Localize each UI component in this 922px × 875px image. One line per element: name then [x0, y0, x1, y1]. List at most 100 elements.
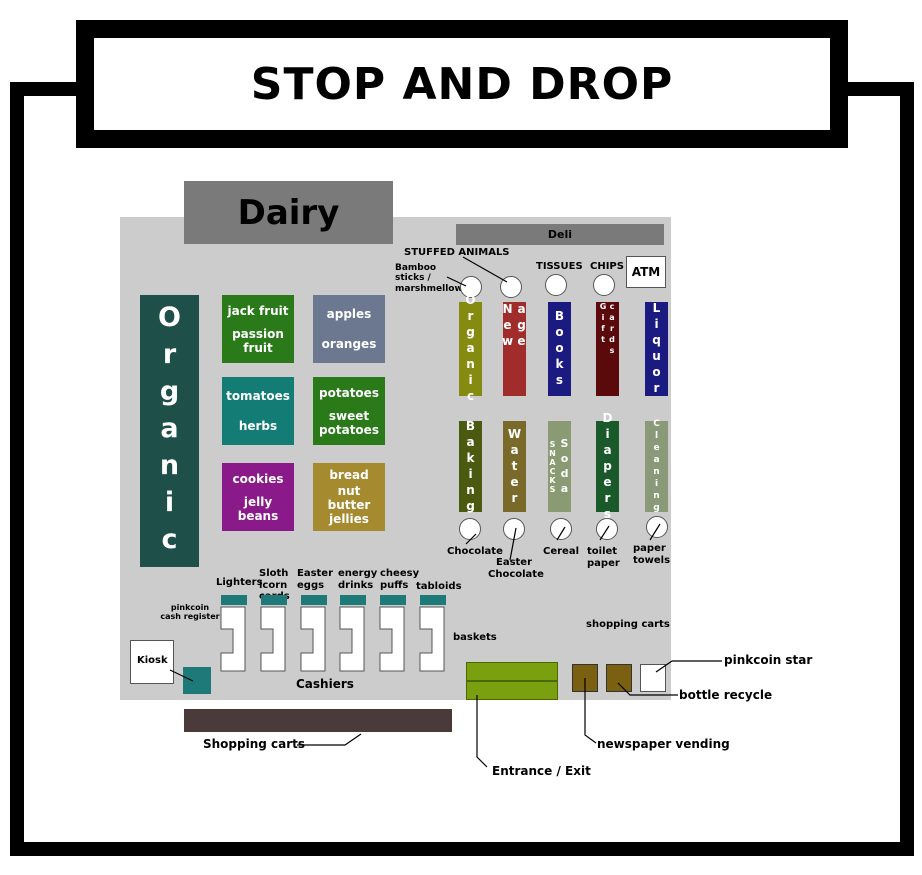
organic-label: Organic [154, 301, 185, 561]
leader-line [617, 682, 678, 696]
aisle-label: Diapers [600, 410, 615, 523]
produce-line: herbs [238, 419, 278, 433]
deli-section: Deli [456, 224, 664, 245]
produce-line: cookies [232, 471, 284, 486]
pinkcoin-star-label: pinkcoin star [724, 653, 813, 667]
aisle-label: New age [500, 302, 529, 350]
leader-line [476, 695, 488, 768]
produce-apples: apples oranges [313, 295, 385, 363]
aisle-books: Books [548, 302, 571, 396]
tissues-label: TISSUES [536, 261, 583, 272]
cashier-lane [419, 606, 445, 672]
impulse-rack [380, 595, 406, 605]
cashier-lane [339, 606, 365, 672]
display-circle [545, 274, 567, 296]
produce-cookies: cookies jelly beans [222, 463, 294, 531]
leader-line [465, 533, 477, 545]
aisle-gift-cards: Gift cards [596, 302, 619, 396]
leader-line [509, 527, 517, 561]
aisle-label: Soda [558, 436, 571, 497]
cashier-lane [260, 606, 286, 672]
produce-line: passion fruit [232, 326, 284, 355]
cashier-lane [220, 606, 246, 672]
cashier-lane [379, 606, 405, 672]
aisle-liquor: Liquor [645, 301, 668, 397]
produce-line: sweet potatoes [319, 408, 379, 437]
aisle-baking: Baking [459, 418, 482, 515]
leader-line [599, 525, 610, 541]
aisle-soda-snacks: SNACKS Soda [548, 421, 571, 512]
aisle-organic: Organic [459, 293, 482, 405]
aisle-label: Water [507, 426, 522, 507]
bottle-recycle-box[interactable] [606, 664, 632, 692]
produce-line: oranges [321, 337, 377, 351]
entrance-mat [466, 662, 558, 681]
impulse-rack [420, 595, 446, 605]
cashier-lanes [220, 606, 445, 672]
atm-machine[interactable]: ATM [626, 256, 666, 288]
endcap-circle [550, 518, 572, 540]
aisle-cleaning: Cleaning [645, 418, 668, 515]
paper-towels-label: paper towels [633, 543, 671, 566]
produce-potatoes: potatoes sweet potatoes [313, 377, 385, 445]
display-circle [460, 276, 482, 298]
entrance-exit-label: Entrance / Exit [492, 764, 591, 778]
produce-line: bread [329, 468, 369, 482]
title-banner: STOP AND DROP [76, 20, 848, 148]
checkout-item-label: Easter eggs [297, 568, 334, 591]
aisle-new-age: New age [500, 302, 529, 396]
leader-line [462, 256, 508, 283]
easter-chocolate-label: Easter Chocolate [488, 557, 544, 580]
leader-line [584, 678, 597, 744]
kiosk[interactable]: Kiosk [130, 640, 174, 684]
produce-line: jack fruit [227, 303, 289, 318]
aisle-label: Organic [463, 293, 478, 405]
checkout-item-label: Lighters [216, 577, 263, 588]
stuffed-animals-label: STUFFED ANIMALS [404, 247, 510, 258]
aisle-label: Baking [463, 418, 478, 515]
leader-line [649, 523, 661, 541]
aisle-water: Water [503, 421, 526, 512]
aisle-diapers: Diapers [596, 411, 619, 523]
baskets-label: baskets [453, 632, 497, 643]
endcap-circle [646, 516, 668, 538]
cashier-lane [300, 606, 326, 672]
dairy-label: Dairy [237, 192, 340, 233]
produce-line: jelly beans [237, 494, 279, 523]
exit-mat [466, 681, 558, 700]
leader-line [655, 660, 722, 673]
checkout-item-label: tabloids [416, 581, 462, 592]
bamboo-label: Bamboo sticks / marshmellow [395, 263, 463, 294]
aisle-label: Cleaning [651, 418, 662, 515]
aisle-label: Books [552, 309, 567, 389]
produce-line: apples [326, 307, 372, 321]
snacks-label: SNACKS [548, 439, 557, 494]
pinkcoin-register-label: pinkcoin cash register [160, 603, 220, 622]
leader-line [556, 526, 566, 541]
aisle-label: Gift cards [598, 302, 617, 357]
toilet-paper-label: toilet paper [587, 546, 620, 569]
bottle-recycle-label: bottle recycle [679, 688, 773, 702]
display-circle [593, 274, 615, 296]
checkout-item-label: energy drinks [338, 568, 378, 591]
leader-line [446, 276, 467, 287]
produce-line: nut butter jellies [327, 484, 371, 526]
dairy-section: Dairy [184, 181, 393, 244]
cereal-label: Cereal [543, 546, 580, 557]
pinkcoin-register[interactable] [183, 667, 211, 694]
cashiers-label: Cashiers [296, 677, 354, 691]
chocolate-label: Chocolate [447, 546, 503, 557]
leader-line [169, 669, 194, 682]
produce-line: tomatoes [226, 389, 290, 403]
shopping-carts-outside-label: Shopping carts [203, 737, 306, 751]
aisle-label: Liquor [649, 301, 664, 397]
impulse-rack [261, 595, 287, 605]
checkout-item-label: cheesy puffs [380, 568, 420, 591]
store-title: STOP AND DROP [250, 58, 674, 110]
newspaper-vending-label: newspaper vending [597, 737, 730, 751]
impulse-rack [340, 595, 366, 605]
shopping-carts-inside-label: shopping carts [586, 619, 670, 630]
impulse-rack [301, 595, 327, 605]
produce-line: potatoes [319, 385, 379, 400]
